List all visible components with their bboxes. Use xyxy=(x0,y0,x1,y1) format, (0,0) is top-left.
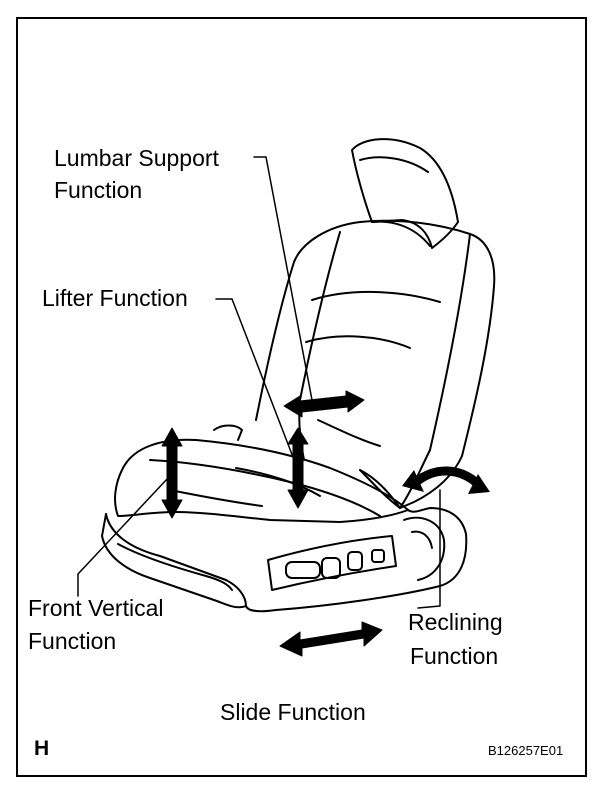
leader-front-vertical xyxy=(77,477,169,597)
leader-lifter xyxy=(215,298,299,471)
lumbar-arrow xyxy=(283,390,365,418)
seat-base xyxy=(105,507,468,613)
lumbar-label-line1: Lumbar Support xyxy=(54,145,219,171)
reclining-label-line2: Function xyxy=(410,643,499,669)
seatback xyxy=(293,219,496,509)
front-vertical-label-line1: Front Vertical xyxy=(28,595,164,621)
lifter-arrow xyxy=(287,427,309,509)
lumbar-label-line2: Function xyxy=(54,177,143,203)
lifter-label: Lifter Function xyxy=(42,285,188,311)
slide-arrow xyxy=(279,621,383,657)
reclining-label-line1: Reclining xyxy=(408,609,503,635)
figure-code: B126257E01 xyxy=(488,743,564,758)
front-vertical-label-line2: Function xyxy=(28,628,117,654)
corner-mark: H xyxy=(34,737,50,760)
seat-cushion xyxy=(114,438,409,523)
reclining-arrow xyxy=(413,466,481,488)
leader-reclining xyxy=(417,489,441,609)
headrest xyxy=(351,138,459,249)
front-vertical-arrow xyxy=(161,427,183,519)
leader-lumbar xyxy=(253,156,313,401)
slide-label: Slide Function xyxy=(220,699,366,725)
